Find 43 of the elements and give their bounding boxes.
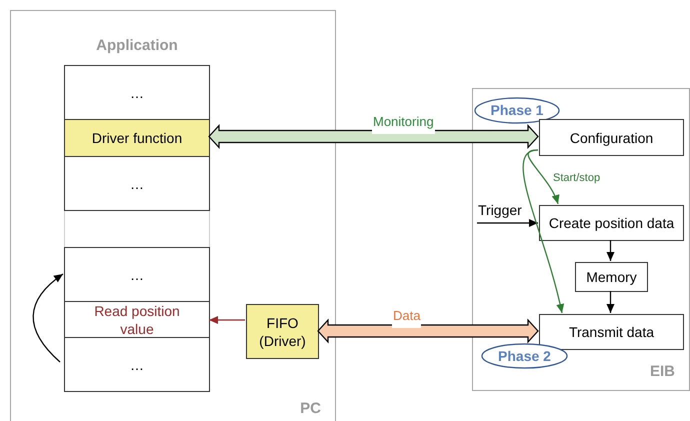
region-frame [10,10,336,421]
box-label: Memory [585,268,638,286]
edge-label: Monitoring [373,114,434,129]
region-label: PC [300,400,321,417]
box-label: Read position value [93,302,181,338]
box-label: Transmit data [568,323,656,341]
process-box [539,314,684,350]
process-box [539,119,684,156]
stack-cell [64,156,210,211]
stack-cell [64,301,210,338]
arrow [528,149,559,204]
stack-cell [64,119,210,157]
process-box [539,205,684,241]
region-label: EIB [650,363,675,380]
arrow [606,240,614,261]
phase-label: Phase 1 [490,101,544,120]
box-label: … [129,174,145,192]
arrow [606,291,614,313]
box-label: FIFO (Driver) [258,314,307,350]
input-label: Trigger [478,202,522,218]
arrow [32,274,64,362]
arrow [522,149,564,314]
box-label: … [129,84,145,102]
region-frame [472,88,690,391]
box-label: … [129,266,145,284]
stack-cell [64,247,210,302]
box-label: Configuration [568,128,654,146]
stack-cell [64,337,210,392]
arrow [209,316,245,324]
process-box [575,262,648,292]
edge-label: Data [393,308,420,323]
arrow [477,219,538,227]
phase-label: Phase 2 [498,346,551,366]
box-label: Driver function [90,129,184,147]
stack-heading: Application [96,36,178,56]
stack-cell [64,65,210,120]
edge-label: Start/stop [553,172,600,184]
box-label: Create position data [548,214,676,232]
box-label: … [129,356,145,374]
double-arrow [317,318,539,344]
stack-gap [64,211,210,247]
double-arrow [208,124,539,150]
process-box [246,304,319,359]
